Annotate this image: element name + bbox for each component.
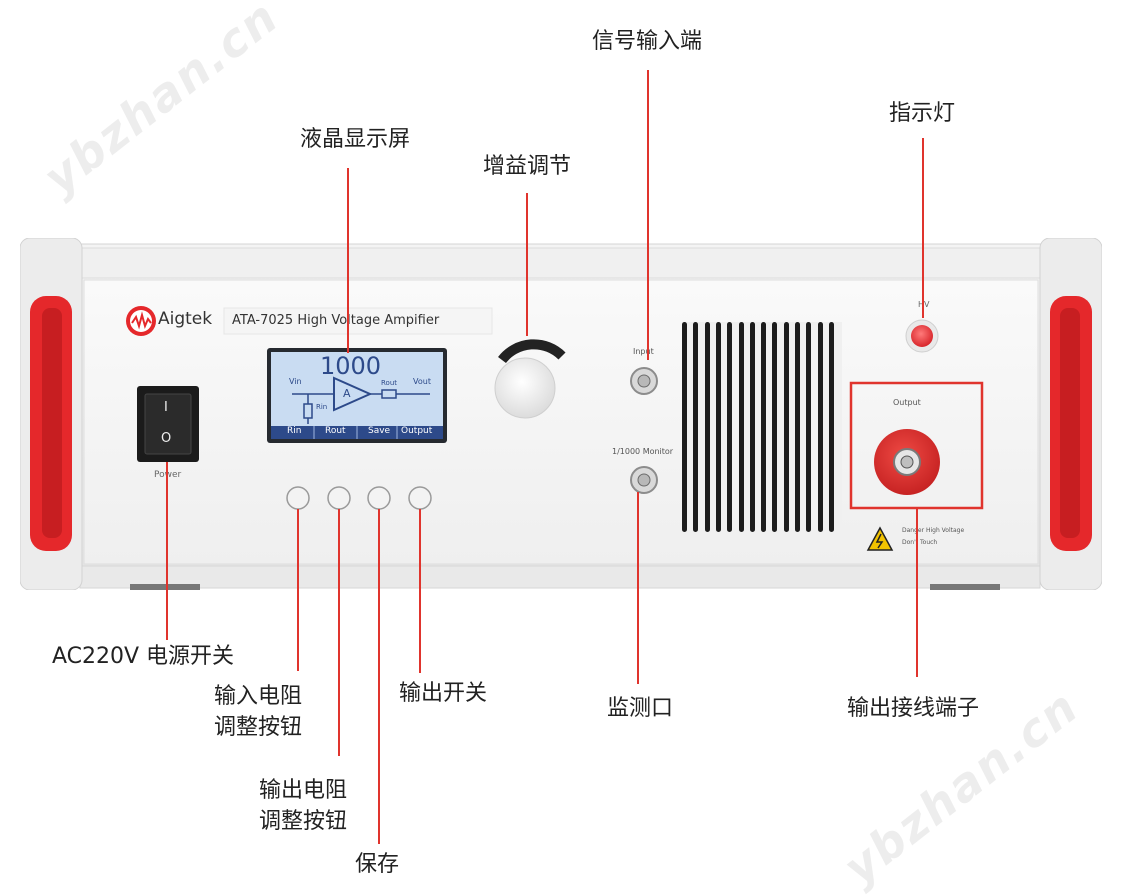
lcd-vin: Vin <box>289 377 302 386</box>
vent-slot <box>727 322 733 532</box>
vent-slot <box>704 322 710 532</box>
warning-line2: Don't Touch <box>902 539 938 546</box>
high-voltage-warning-icon <box>866 526 894 551</box>
brand-name: Aigtek <box>158 309 213 329</box>
vent-slot <box>772 322 778 532</box>
vent-slot <box>761 322 767 532</box>
callout-line-power <box>166 462 168 640</box>
callout-line-signal-input <box>647 70 649 360</box>
label-power-switch: AC220V 电源开关 <box>52 644 235 669</box>
vent-slot <box>783 322 789 532</box>
monitor-label: 1/1000 Monitor <box>612 447 674 456</box>
callout-line-indicator <box>922 138 924 318</box>
label-lcd-screen: 液晶显示屏 <box>299 127 411 152</box>
save-button <box>367 486 391 510</box>
callout-line-lcd <box>347 168 349 353</box>
callout-line-gain <box>526 193 528 336</box>
vent-slot <box>749 322 755 532</box>
lcd-menu-rout: Rout <box>325 426 346 436</box>
callout-line-output-terminal <box>916 509 918 677</box>
foot-left <box>130 584 200 590</box>
callout-line-input-resistance <box>297 509 299 671</box>
label-signal-input: 信号输入端 <box>591 29 703 54</box>
watermark-top-left: ybzhan.cn <box>33 0 289 205</box>
lcd-rin-label: Rin <box>316 403 328 411</box>
lcd-menu-output: Output <box>401 426 433 436</box>
label-input-resistance-l1: 输入电阻 <box>213 684 303 709</box>
label-output-terminal: 输出接线端子 <box>846 696 980 721</box>
label-indicator: 指示灯 <box>888 101 956 126</box>
vent-slot <box>715 322 721 532</box>
vent-slot <box>693 322 699 532</box>
vent-slot <box>817 322 823 532</box>
model-name: ATA-7025 High Voltage Ampifier <box>232 313 440 328</box>
callout-line-monitor <box>637 492 639 684</box>
lcd-rout-label: Rout <box>381 379 398 387</box>
label-output-resistance-l1: 输出电阻 <box>258 778 348 803</box>
label-output-switch: 输出开关 <box>398 681 488 706</box>
knob-scale-arc <box>498 339 566 364</box>
lcd-menu-save: Save <box>368 426 391 436</box>
callout-line-output-resistance <box>338 509 340 756</box>
label-input-resistance-l2: 调整按钮 <box>213 715 303 740</box>
label-monitor-port: 监测口 <box>606 696 674 721</box>
callout-line-save <box>378 509 380 844</box>
vent-slot <box>828 322 834 532</box>
gain-knob <box>494 357 556 419</box>
output-button <box>408 486 432 510</box>
warning-line1: Danger High Voltage <box>902 527 965 534</box>
lcd-vout: Vout <box>413 377 431 386</box>
bottom-rail <box>79 565 1041 589</box>
label-save: 保存 <box>354 852 400 877</box>
vent-slot <box>795 322 800 532</box>
lcd-gain-value: 1000 <box>320 352 382 380</box>
output-highlight-box <box>849 381 984 510</box>
output-label: Output <box>893 398 921 407</box>
callout-line-output-switch <box>419 509 421 673</box>
label-output-resistance-l2: 调整按钮 <box>258 809 348 834</box>
rin-button <box>286 486 310 510</box>
rout-button <box>327 486 351 510</box>
vent-slot <box>682 322 687 532</box>
vent-slot <box>738 322 744 532</box>
vent-slot <box>806 322 812 532</box>
lcd-menu-rin: Rin <box>287 426 302 436</box>
switch-off-mark: O <box>161 431 172 446</box>
label-gain-adjust: 增益调节 <box>482 154 572 179</box>
foot-right <box>930 584 1000 590</box>
top-rail <box>79 247 1041 279</box>
vent-slots <box>682 322 842 532</box>
model-plate <box>223 307 493 335</box>
amplifier-device <box>20 238 1102 590</box>
lcd-amp-label: A <box>343 387 351 400</box>
switch-on-mark: I <box>164 400 168 415</box>
input-label: Input <box>633 347 654 356</box>
